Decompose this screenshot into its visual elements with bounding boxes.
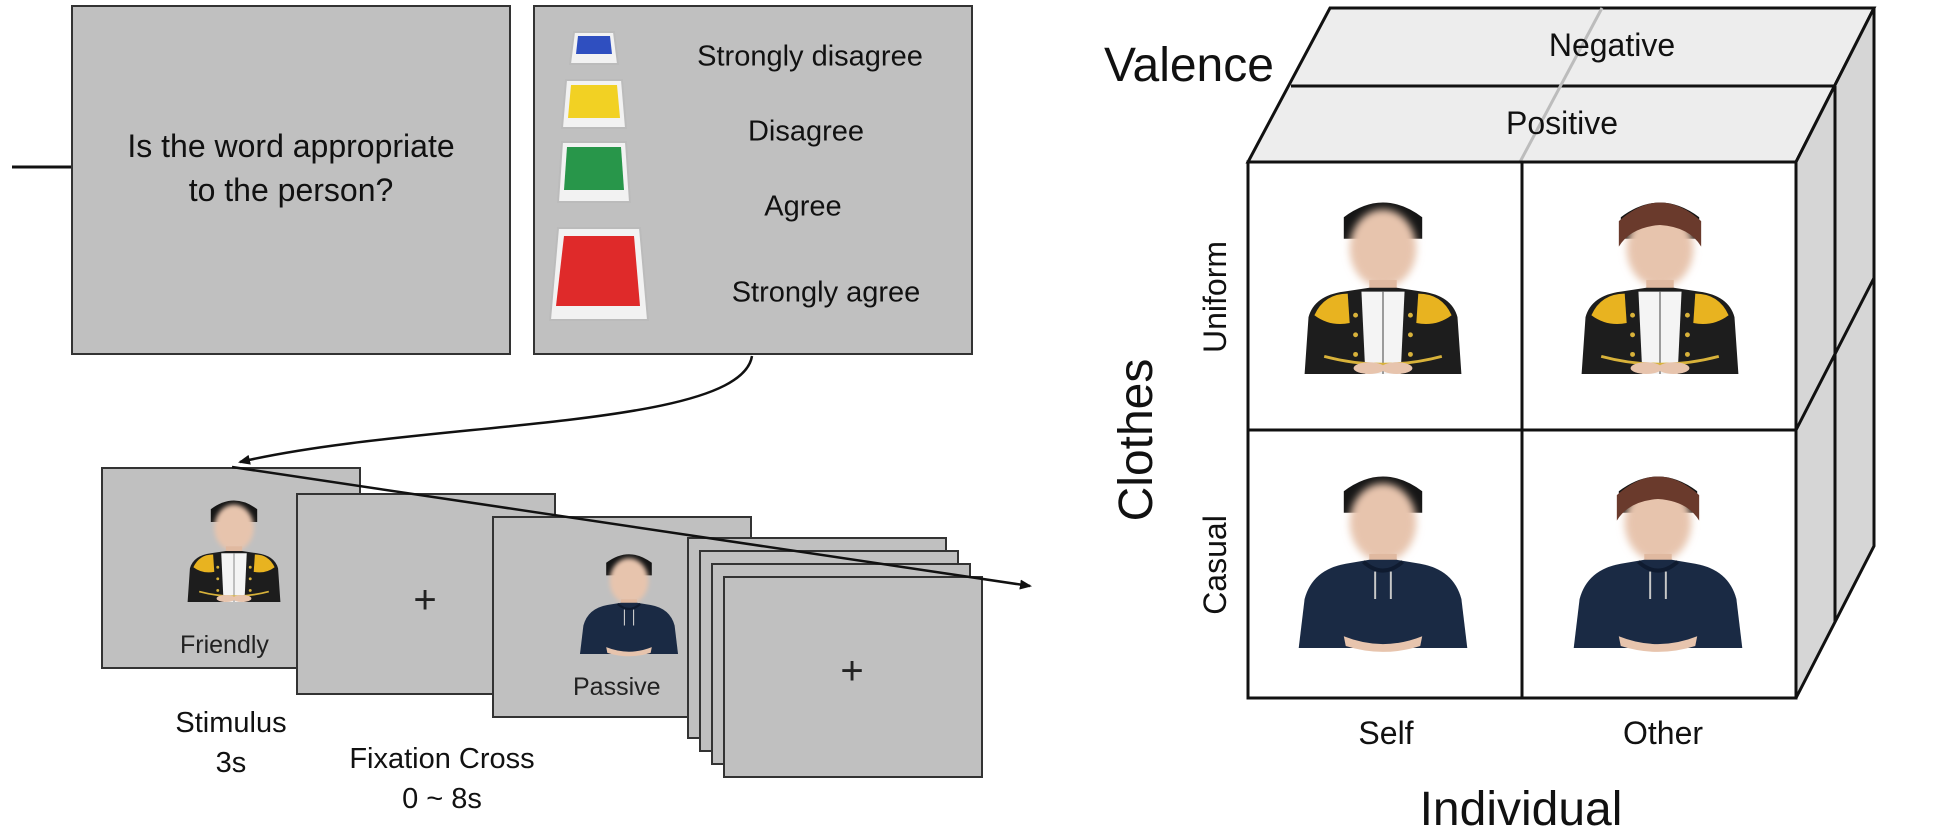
slide-fixation-2 <box>723 576 983 778</box>
clothes-level-casual: Casual <box>1197 515 1233 615</box>
cube-top-split <box>1518 7 1604 163</box>
question-line-2: to the person? <box>188 172 394 208</box>
scale-label-disagree: Disagree <box>747 115 865 148</box>
valence-title: Valence <box>1104 39 1274 92</box>
stimulus-word-friendly: Friendly <box>180 631 269 659</box>
button-strongly-disagree <box>568 31 620 65</box>
clothes-title: Clothes <box>1110 358 1163 522</box>
fixation-duration: 0 ~ 8s <box>402 783 482 815</box>
question-text: Is the word appropriate to the person? <box>127 124 454 212</box>
question-panel <box>71 5 511 355</box>
fixation-label: Fixation Cross <box>349 743 535 775</box>
stimulus-timing: Stimulus 3s <box>175 703 286 783</box>
fixation-timing: Fixation Cross 0 ~ 8s <box>349 739 534 819</box>
return-arrow <box>238 355 754 465</box>
valence-level-negative: Negative <box>1548 27 1676 63</box>
scale-label-strongly-disagree: Strongly disagree <box>697 40 923 73</box>
question-line-1: Is the word appropriate <box>127 128 455 164</box>
stimulus-word-passive: Passive <box>573 673 661 701</box>
design-cube <box>1245 6 1877 700</box>
scale-label-agree: Agree <box>764 190 842 223</box>
scale-label-strongly-agree: Strongly agree <box>731 276 921 309</box>
individual-title: Individual <box>1419 783 1623 836</box>
individual-level-self: Self <box>1358 715 1414 751</box>
fixation-cross-1: + <box>413 578 437 622</box>
valence-level-positive: Positive <box>1505 105 1619 141</box>
cube-right-split <box>1794 277 1876 431</box>
timeline-arrow <box>231 465 1032 590</box>
stimulus-label: Stimulus <box>175 707 287 739</box>
fixation-cross-2: + <box>840 649 864 693</box>
stimulus-duration: 3s <box>215 747 247 779</box>
clothes-level-uniform: Uniform <box>1197 240 1233 354</box>
button-strongly-agree <box>548 227 650 321</box>
button-agree <box>556 141 632 203</box>
individual-level-other: Other <box>1622 715 1704 751</box>
button-disagree <box>560 79 628 129</box>
